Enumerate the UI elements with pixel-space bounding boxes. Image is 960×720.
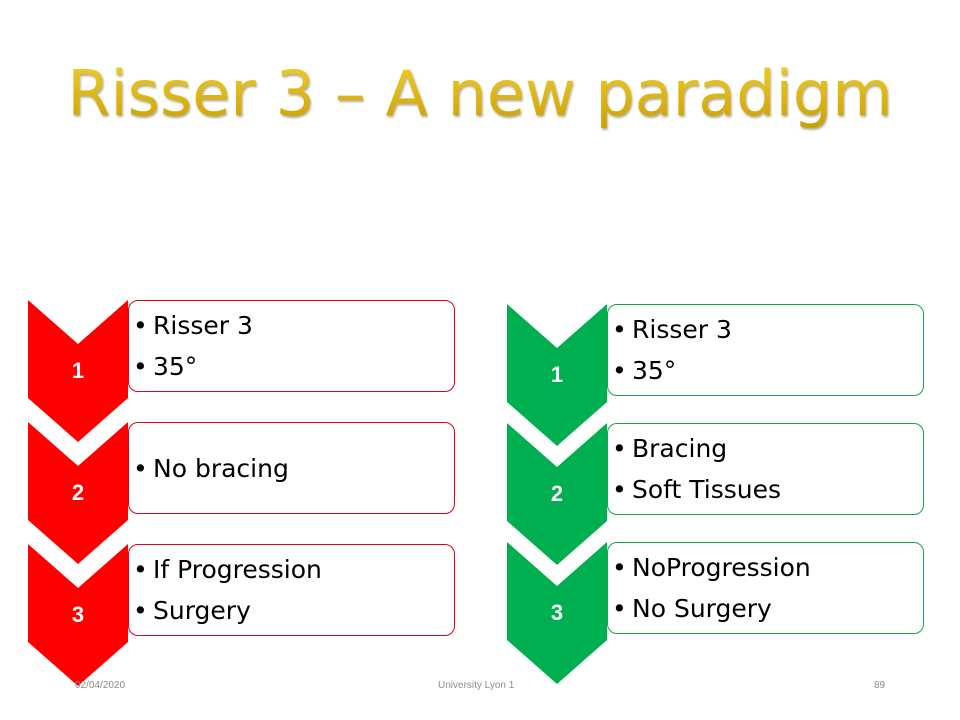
bullet-item: No Surgery [608,588,923,629]
bullet-item: NoProgression [608,547,923,588]
step-number: 3 [550,600,564,625]
bullet-item: If Progression [129,549,454,590]
footer-date: 02/04/2020 [75,680,126,691]
bullet-item: 35° [608,350,923,391]
step-content-box: Bracing Soft Tissues [607,423,924,515]
step-number: 1 [550,362,564,387]
step-number: 2 [71,480,85,505]
slide-title: Risser 3 – A new paradigm [0,52,960,136]
footer-center-text: University Lyon 1 [438,680,515,691]
bullet-item: 35° [129,346,454,387]
chevron-shape [507,423,607,565]
step-number: 2 [550,481,564,506]
chevron-shape [28,422,128,564]
footer-page-number: 89 [874,680,886,691]
chevron-shape [507,304,607,446]
bullet-item: Soft Tissues [608,469,923,510]
step-number: 3 [71,602,85,627]
step-content-box: If Progression Surgery [128,544,455,636]
step-content-box: Risser 3 35° [128,300,455,392]
chevron-shape [507,542,607,684]
bullet-item: Risser 3 [608,309,923,350]
chevron-shape [28,300,128,442]
bullet-item: Bracing [608,428,923,469]
bullet-item: No bracing [129,448,454,489]
step-number: 1 [71,358,85,383]
bullet-item: Risser 3 [129,305,454,346]
step-content-box: No bracing [128,422,455,514]
bullet-item: Surgery [129,590,454,631]
step-content-box: NoProgression No Surgery [607,542,924,634]
chevron-shape [28,544,128,686]
step-content-box: Risser 3 35° [607,304,924,396]
